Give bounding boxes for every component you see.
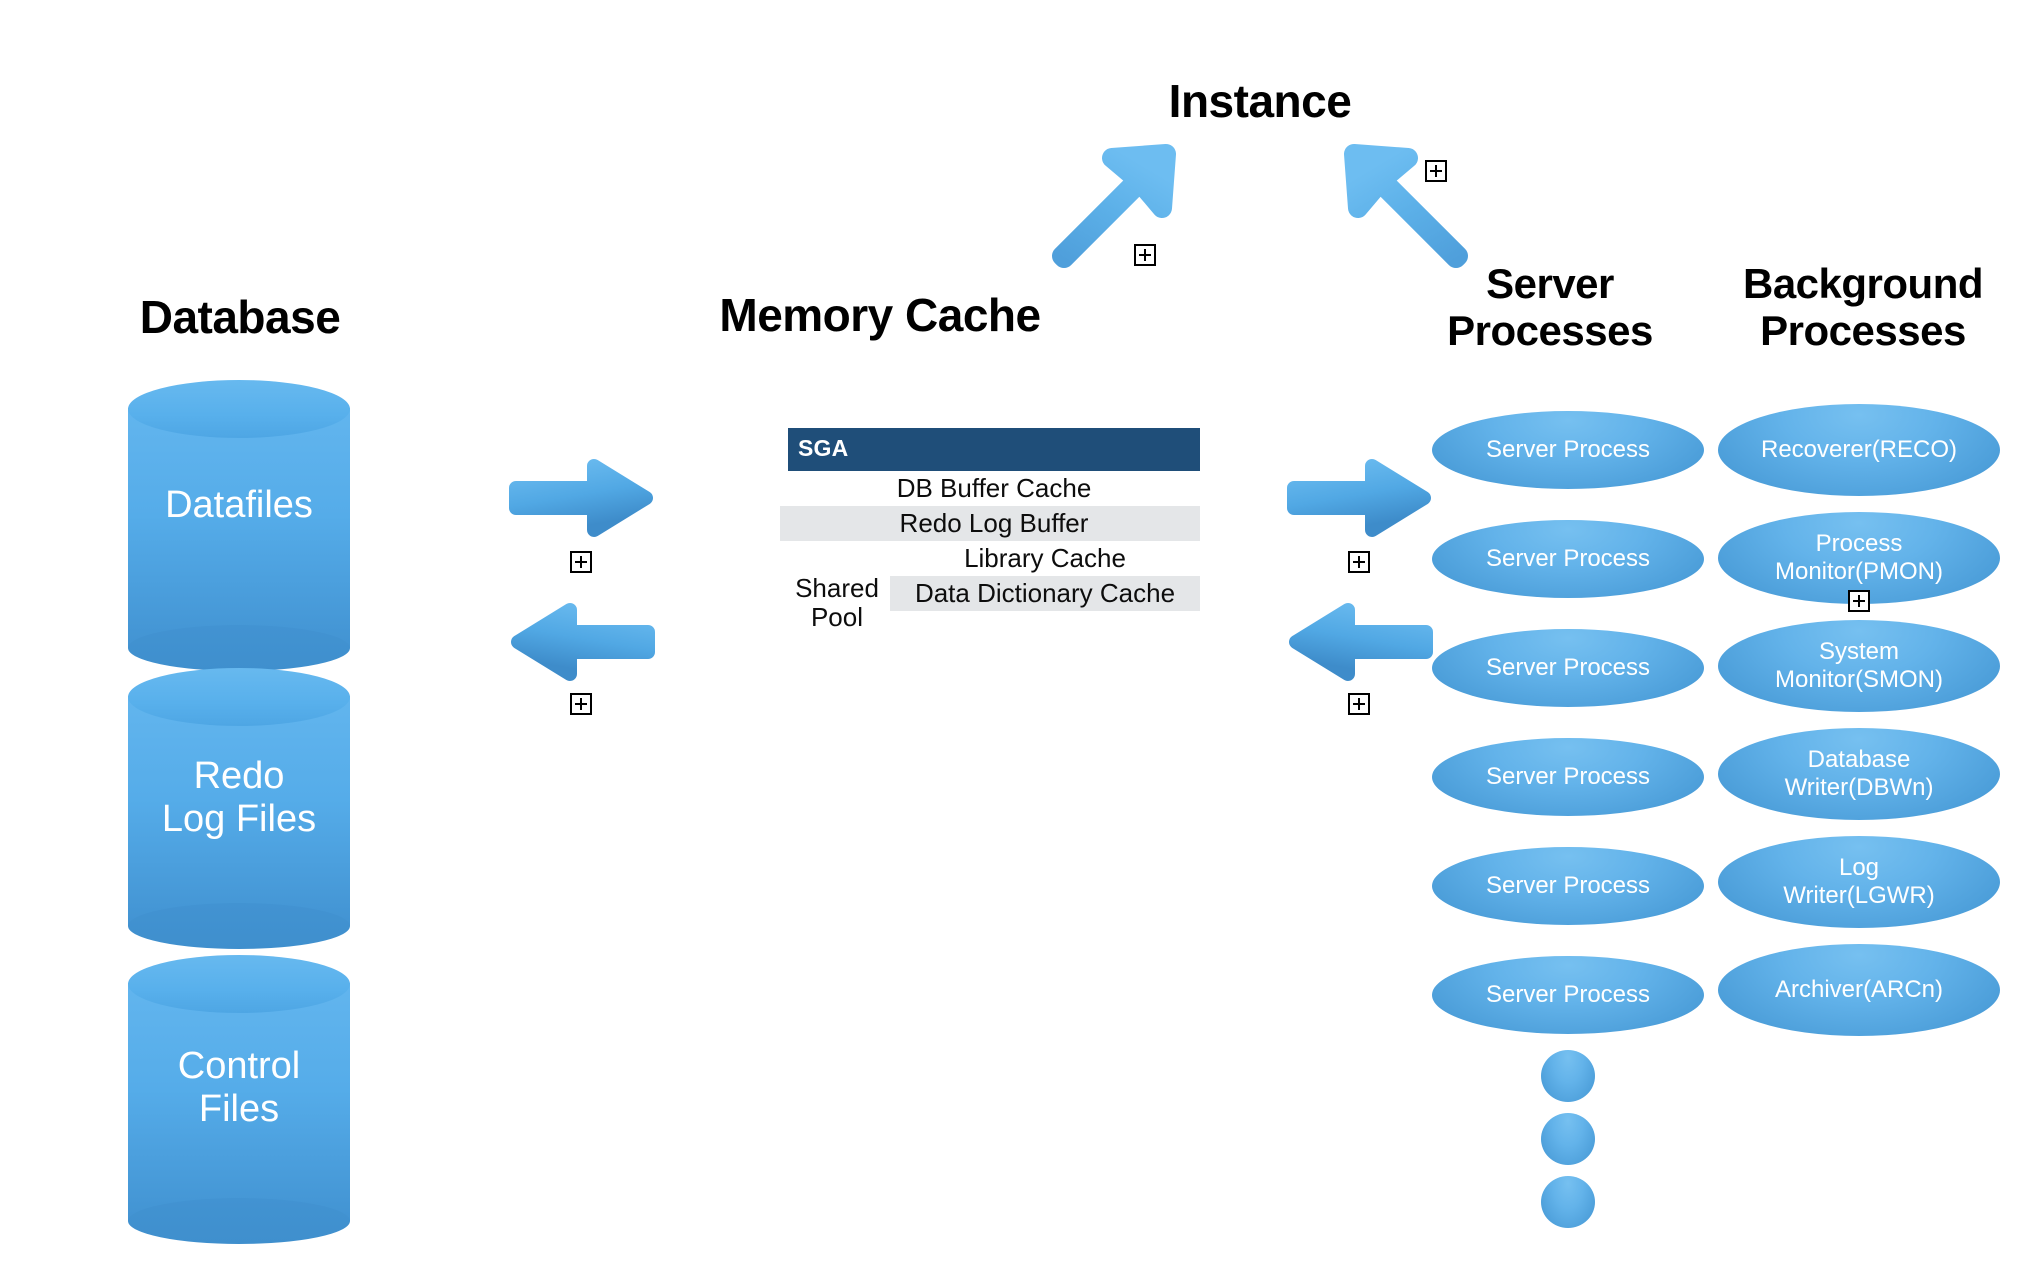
cylinder-body [128,696,350,926]
sga-cell-label: Redo Log Buffer [899,508,1089,538]
sga-cell-label: Data Dictionary Cache [914,578,1176,608]
arrow-instance-up-left-icon [1344,144,1468,268]
server-process-ellipse: Server Process [1432,520,1704,598]
server-process-label: Server Process [1485,763,1651,791]
sga-cell-label: DB Buffer Cache [896,473,1092,503]
cylinder-bottom-cap [128,903,350,949]
sga-cell-label: Library Cache [964,543,1126,573]
background-process-label: System Monitor(SMON) [1774,638,1943,693]
ellipsis-dot [1541,1176,1595,1228]
cylinder-bottom-cap [128,1198,350,1244]
sga-row-library-cache: Library Cache [788,541,1200,576]
sga-row-redo-log-buffer: Redo Log Buffer [780,506,1200,541]
background-process-ellipse-reco: Recoverer(RECO) [1718,404,2000,496]
server-process-label: Server Process [1485,872,1651,900]
background-process-ellipse-lgwr: Log Writer(LGWR) [1718,836,2000,928]
background-process-ellipse-pmon: Process Monitor(PMON) [1718,512,2000,604]
page-title-database: Database [139,291,341,343]
arrow-sga-to-processes-icon [1287,459,1431,537]
cylinder-label: Datafiles [165,484,313,526]
background-process-ellipse-dbwn: Database Writer(DBWn) [1718,728,2000,820]
sga-shared-pool-label: Shared Pool [795,573,879,633]
server-process-ellipse: Server Process [1432,738,1704,816]
cylinder-body [128,983,350,1221]
background-process-label: Database Writer(DBWn) [1784,746,1934,801]
server-process-ellipse: Server Process [1432,956,1704,1034]
background-process-label: Log Writer(LGWR) [1783,854,1935,909]
server-process-ellipse: Server Process [1432,411,1704,489]
ellipsis-dot [1541,1050,1595,1102]
server-process-label: Server Process [1485,981,1651,1009]
page-title-server-processes: Server Processes [1447,260,1653,355]
resize-handle-plus-icon[interactable] [570,551,592,573]
sga-row-db-buffer-cache: DB Buffer Cache [788,471,1200,506]
background-process-label: Archiver(ARCn) [1774,976,1944,1004]
server-process-label: Server Process [1485,654,1651,682]
arrow-database-to-sga-icon [509,459,653,537]
cylinder-bottom-cap [128,625,350,671]
cylinder-top-cap [128,380,350,438]
cylinder-label: Control Files [177,1045,301,1130]
sga-row-shading [890,576,1200,611]
resize-handle-plus-icon[interactable] [1134,244,1156,266]
sga-table: SGA DB Buffer Cache Redo Log Buffer Libr… [780,428,1200,611]
background-process-label: Recoverer(RECO) [1760,436,1958,464]
background-process-ellipse-smon: System Monitor(SMON) [1718,620,2000,712]
sga-table-header: SGA [788,428,1200,471]
arrow-instance-up-right-icon [1052,144,1176,268]
server-process-label: Server Process [1485,545,1651,573]
cylinder-body [128,408,350,648]
resize-handle-plus-icon[interactable] [570,693,592,715]
background-process-ellipse-arcn: Archiver(ARCn) [1718,944,2000,1036]
cylinder-label: Redo Log Files [161,755,317,840]
server-process-ellipse: Server Process [1432,847,1704,925]
server-process-ellipse: Server Process [1432,629,1704,707]
resize-handle-plus-icon[interactable] [1348,693,1370,715]
background-process-label: Process Monitor(PMON) [1774,530,1943,585]
sga-row-data-dictionary-cache: Data Dictionary Cache [788,576,1200,611]
resize-handle-plus-icon[interactable] [1348,551,1370,573]
page-title-background-processes: Background Processes [1742,260,1984,355]
arrow-sga-to-database-icon [511,603,655,681]
ellipsis-dot [1541,1113,1595,1165]
arrow-processes-to-sga-icon [1289,603,1433,681]
page-title-instance: Instance [1168,75,1352,127]
cylinder-top-cap [128,955,350,1013]
cylinder-top-cap [128,668,350,726]
page-title-memory-cache: Memory Cache [719,289,1041,341]
resize-handle-plus-icon[interactable] [1848,590,1870,612]
server-process-label: Server Process [1485,436,1651,464]
sga-row-shading [780,506,1200,541]
resize-handle-plus-icon[interactable] [1425,160,1447,182]
